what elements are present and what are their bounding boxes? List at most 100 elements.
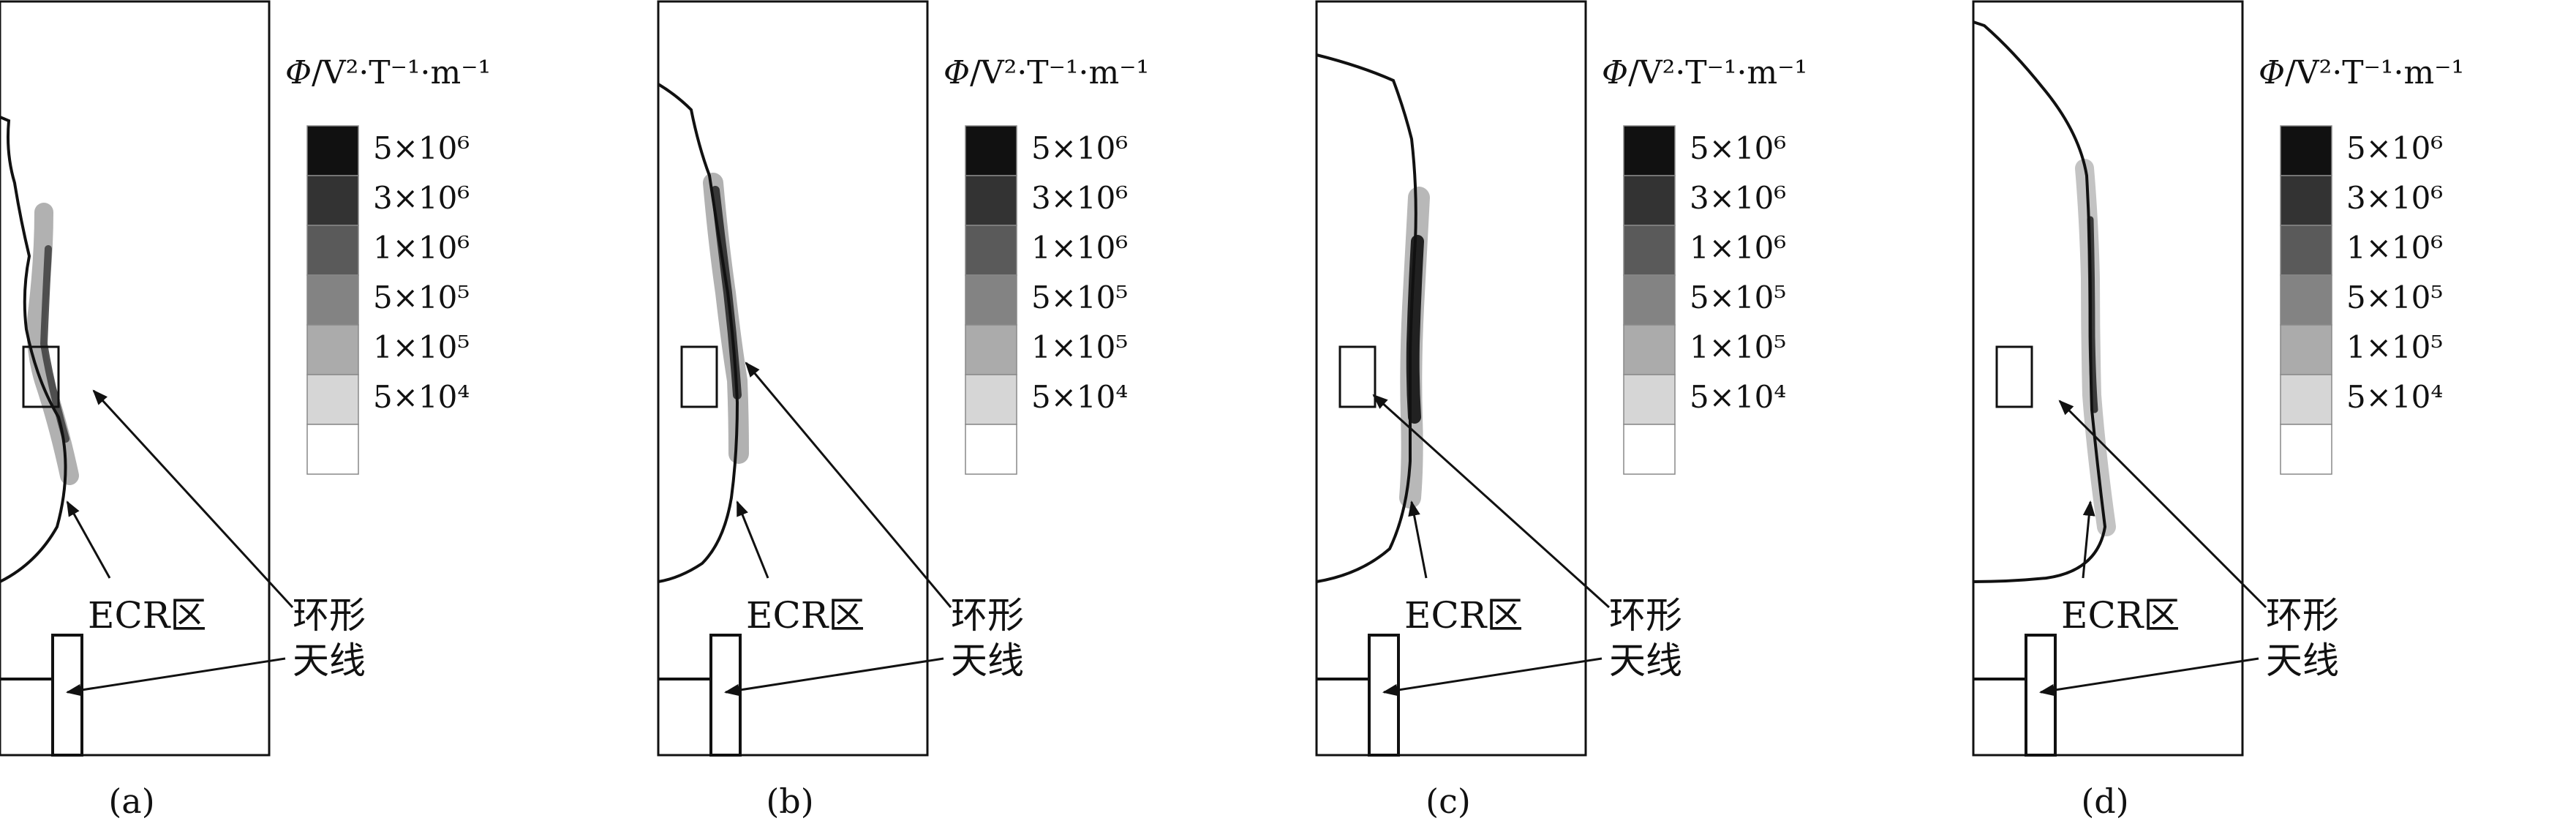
legend-swatch <box>1623 175 1676 226</box>
legend-swatch <box>2280 274 2332 326</box>
legend-swatches-3 <box>1623 125 1676 475</box>
flux-shading-band <box>26 203 79 485</box>
panel-2-drawing <box>657 0 952 757</box>
antenna-arrow <box>723 657 944 697</box>
chamber-frame <box>657 0 929 757</box>
legend-level-label: 5×10⁶ <box>373 130 470 166</box>
ring-antenna-label-line2: 天线 <box>1609 640 1682 682</box>
legend-title-unit: /V²·T⁻¹·m⁻¹ <box>1628 54 1808 91</box>
legend-swatches-4 <box>2280 125 2332 475</box>
chamber-frame <box>1315 0 1587 757</box>
legend-level-label: 5×10⁴ <box>1690 379 1787 415</box>
ring-antenna-label: 环形天线 <box>1609 593 1682 683</box>
legend-level-label: 1×10⁶ <box>2346 230 2444 266</box>
legend-level-label: 1×10⁶ <box>1031 230 1129 266</box>
panel-label: (d) <box>2081 781 2129 821</box>
legend-level-label: 5×10⁶ <box>2346 130 2444 166</box>
legend-swatch <box>2280 125 2332 176</box>
legend-level-label: 5×10⁵ <box>2346 280 2444 315</box>
legend-level-label: 5×10⁴ <box>1031 379 1129 415</box>
legend-level-label: 1×10⁶ <box>1690 230 1787 266</box>
legend-swatch <box>306 125 359 176</box>
wall-boundary <box>657 83 739 583</box>
legend-level-label: 5×10⁶ <box>1031 130 1129 166</box>
legend-swatch <box>965 225 1017 276</box>
ring-antenna-label-line2: 天线 <box>951 640 1024 682</box>
legend-level-label: 3×10⁶ <box>1690 180 1787 216</box>
ecr-zone-label: ECR区 <box>2061 594 2180 637</box>
legend-swatch <box>306 274 359 326</box>
panel-4-drawing <box>1972 0 2267 757</box>
legend-level-label: 5×10⁵ <box>373 280 470 315</box>
ecr-arrow <box>2082 500 2095 579</box>
flux-shading-band <box>1406 235 1424 424</box>
antenna-rect <box>51 634 83 757</box>
chamber-frame <box>1972 0 2244 757</box>
panel-label: (b) <box>766 781 814 821</box>
antenna-rect <box>2025 634 2057 757</box>
legend-title-symbol: Φ <box>944 54 971 91</box>
ring-antenna-label: 环形天线 <box>951 593 1024 683</box>
legend-swatch <box>965 125 1017 176</box>
legend-swatch <box>306 175 359 226</box>
ring-arrow <box>92 389 294 609</box>
legend-swatch <box>2280 424 2332 475</box>
legend-level-label: 5×10⁴ <box>373 379 470 415</box>
legend-level-label: 1×10⁵ <box>2346 329 2444 365</box>
legend-title: Φ/V²·T⁻¹·m⁻¹ <box>285 54 491 91</box>
ecr-zone-label: ECR区 <box>1404 594 1524 637</box>
legend-swatch <box>2280 225 2332 276</box>
legend-swatch <box>1623 225 1676 276</box>
ring-region-rect <box>22 345 60 408</box>
legend-swatch <box>306 374 359 425</box>
ring-antenna-label-line2: 天线 <box>2266 640 2339 682</box>
ecr-zone-label: ECR区 <box>746 594 865 637</box>
legend-swatch <box>306 424 359 475</box>
legend-swatch <box>1623 125 1676 176</box>
panel-label: (c) <box>1426 781 1471 821</box>
legend-swatch <box>1623 324 1676 375</box>
wall-boundary <box>1316 53 1417 583</box>
legend-swatch <box>2280 374 2332 425</box>
ring-antenna-label-line1: 环形 <box>2266 594 2339 637</box>
wall-boundary <box>1973 20 2107 583</box>
ring-antenna-label: 环形天线 <box>293 593 366 683</box>
legend-title-unit: /V²·T⁻¹·m⁻¹ <box>970 54 1150 91</box>
legend-level-label: 1×10⁵ <box>1690 329 1787 365</box>
legend-swatch <box>2280 324 2332 375</box>
legend-swatch <box>965 424 1017 475</box>
panel-label: (a) <box>108 781 155 821</box>
ring-antenna-label: 环形天线 <box>2266 593 2339 683</box>
ecr-zone-label: ECR区 <box>88 594 207 637</box>
ring-region-rect <box>1995 345 2033 408</box>
legend-title: Φ/V²·T⁻¹·m⁻¹ <box>944 54 1149 91</box>
ring-arrow <box>2058 400 2267 609</box>
legend-swatches-2 <box>965 125 1017 475</box>
antenna-arrow <box>2038 657 2259 697</box>
antenna-arrow <box>1382 657 1603 697</box>
legend-swatch <box>965 175 1017 226</box>
antenna-rect <box>709 634 742 757</box>
legend-level-label: 1×10⁵ <box>373 329 470 365</box>
legend-title-unit: /V²·T⁻¹·m⁻¹ <box>312 54 492 91</box>
legend-level-label: 5×10⁶ <box>1690 130 1787 166</box>
ring-arrow <box>1372 394 1611 609</box>
legend-swatch <box>306 225 359 276</box>
ring-arrow <box>745 361 952 608</box>
ring-region-rect <box>1338 345 1376 408</box>
legend-swatch <box>2280 175 2332 226</box>
legend-title: Φ/V²·T⁻¹·m⁻¹ <box>2259 54 2464 91</box>
legend-level-label: 5×10⁴ <box>2346 379 2444 415</box>
legend-swatch <box>965 374 1017 425</box>
ring-antenna-label-line1: 环形 <box>951 594 1024 637</box>
ring-region-rect <box>680 345 718 408</box>
ring-antenna-label-line1: 环形 <box>1609 594 1682 637</box>
chamber-frame <box>0 0 271 757</box>
legend-title-unit: /V²·T⁻¹·m⁻¹ <box>2285 54 2465 91</box>
ecr-arrow <box>736 500 769 579</box>
legend-level-label: 5×10⁵ <box>1031 280 1129 315</box>
legend-title: Φ/V²·T⁻¹·m⁻¹ <box>1602 54 1807 91</box>
ring-antenna-label-line2: 天线 <box>293 640 366 682</box>
